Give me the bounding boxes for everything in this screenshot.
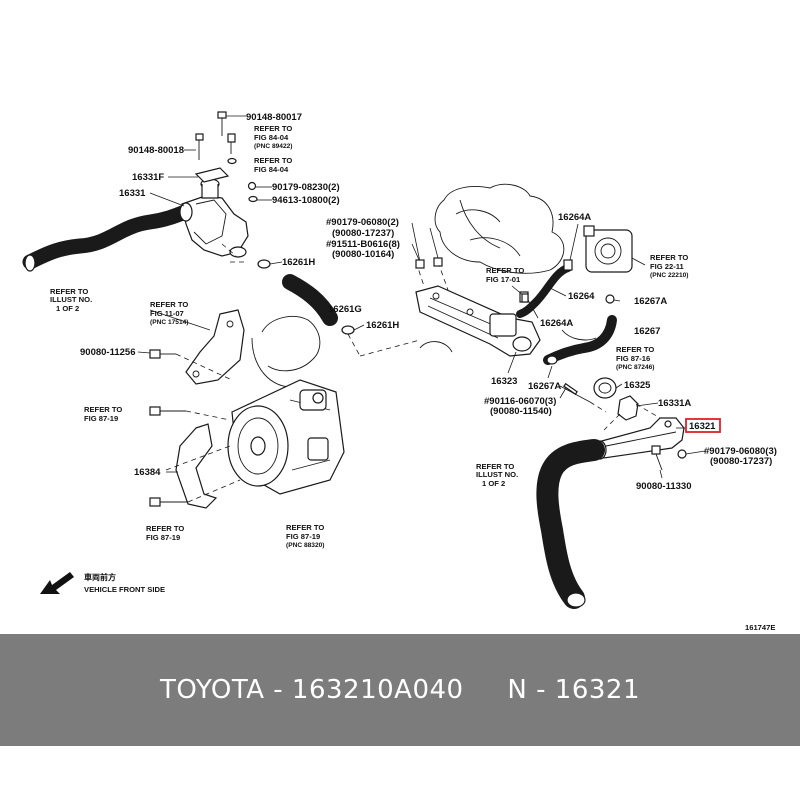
ref-fig-87-19-b-line2: FIG 87-19	[146, 533, 180, 542]
leader-lines	[137, 115, 706, 479]
ref-fig-22-11-pnc: (PNC 22210)	[650, 272, 688, 279]
label-16331F: 16331F	[132, 172, 164, 183]
highlight-box	[685, 418, 721, 433]
label-90179-08230: 90179-08230(2)	[272, 182, 340, 193]
part-labels: 90148-80017 90148-80018 REFER TO FIG 84-…	[50, 112, 777, 549]
label-16267A-bottom: 16267A	[528, 381, 561, 392]
ref-fig-87-16-line1: REFER TO	[616, 345, 654, 354]
ref-fig-87-16-pnc: (PNC 87246)	[616, 364, 654, 371]
ref-illust-right-line2: ILLUST NO.	[476, 470, 518, 479]
manifold-fasteners	[415, 257, 529, 303]
exploded-parts-diagram: 90148-80017 90148-80018 REFER TO FIG 84-…	[22, 111, 777, 632]
ref-fig-87-19-a-line1: REFER TO	[84, 405, 122, 414]
ref-fig-87-19-a-line2: FIG 87-19	[84, 414, 118, 423]
label-16325: 16325	[624, 380, 651, 391]
ref-fig-84-04-b-line2: FIG 84-04	[254, 165, 289, 174]
ref-illust-left-line1: REFER TO	[50, 287, 88, 296]
label-91511-B0616: #91511-B0616(8)	[326, 239, 400, 250]
ref-fig-11-07-line1: REFER TO	[150, 300, 188, 309]
label-90080-10164: (90080-10164)	[332, 249, 394, 260]
dashed-connectors	[221, 243, 449, 357]
label-16264A-mid: 16264A	[540, 318, 573, 329]
ref-fig-11-07-pnc: (PNC 17514)	[150, 319, 188, 326]
front-arrow-icon	[40, 572, 74, 594]
label-16264A-top: 16264A	[558, 212, 591, 223]
label-90080-11540: (90080-11540)	[490, 406, 552, 417]
label-90080-17237-top: (90080-17237)	[332, 228, 394, 239]
ref-fig-11-07-line2: FIG 11-07	[150, 309, 184, 318]
ref-fig-84-04-b-line1: REFER TO	[254, 156, 292, 165]
label-16267: 16267	[634, 326, 660, 337]
diagram-id: 161747E	[745, 623, 775, 632]
ref-illust-left-line2: ILLUST NO.	[50, 295, 92, 304]
label-90116-06070: #90116-06070(3)	[484, 396, 556, 407]
ref-fig-84-04-a-line2: FIG 84-04	[254, 133, 289, 142]
front-label-en: VEHICLE FRONT SIDE	[84, 585, 165, 594]
ref-illust-left-line3: 1 OF 2	[56, 304, 79, 313]
highlighted-part-16321[interactable]: 16321	[685, 418, 721, 433]
part-number-banner: TOYOTA - 163210A040 N - 16321	[0, 634, 800, 746]
part-number-text: TOYOTA - 163210A040 N - 16321	[160, 675, 640, 705]
label-16331A: 16331A	[658, 398, 691, 409]
label-16261G: 16261G	[328, 304, 362, 315]
label-16323: 16323	[491, 376, 517, 387]
label-94613-10800: 94613-10800(2)	[272, 195, 340, 206]
label-90080-11256: 90080-11256	[80, 347, 135, 358]
ref-fig-87-19-c-pnc: (PNC 88320)	[286, 542, 324, 549]
ref-fig-17-01-line1: REFER TO	[486, 266, 524, 275]
vehicle-front-indicator: 車両前方 VEHICLE FRONT SIDE	[40, 572, 165, 594]
ref-fig-87-19-c-line2: FIG 87-19	[286, 532, 320, 541]
label-16331: 16331	[119, 188, 146, 199]
label-90148-80017: 90148-80017	[246, 112, 302, 123]
ref-illust-right-line3: 1 OF 2	[482, 479, 505, 488]
blank-bottom-area	[0, 746, 800, 800]
label-16261H-top: 16261H	[282, 257, 315, 268]
label-90179-06080-bottom: #90179-06080(3)	[704, 446, 777, 457]
ref-fig-87-19-b-line1: REFER TO	[146, 524, 184, 533]
front-label-cn: 車両前方	[84, 572, 116, 582]
label-16261H-bottom: 16261H	[366, 320, 399, 331]
ref-fig-22-11-line2: FIG 22-11	[650, 262, 685, 271]
label-16321: 16321	[689, 421, 716, 432]
label-90179-06080-top: #90179-06080(2)	[326, 217, 399, 228]
compressor-bracket	[149, 309, 245, 509]
water-bypass-plate	[415, 285, 541, 357]
throttle-body	[516, 225, 633, 365]
label-16384: 16384	[134, 467, 161, 478]
radiator-inlet-hose	[536, 439, 605, 609]
ref-illust-right-line1: REFER TO	[476, 462, 514, 471]
ref-fig-17-01-line2: FIG 17-01	[486, 275, 521, 284]
ref-fig-87-19-c-line1: REFER TO	[286, 523, 324, 532]
intake-manifold-outline	[434, 183, 565, 274]
label-90080-17237-bottom: (90080-17237)	[710, 456, 772, 467]
ref-fig-22-11-line1: REFER TO	[650, 253, 688, 262]
label-16264: 16264	[568, 291, 595, 302]
ref-fig-84-04-a-pnc: (PNC 89422)	[254, 143, 292, 150]
ref-fig-84-04-a-line1: REFER TO	[254, 124, 292, 133]
ac-compressor	[227, 316, 345, 495]
label-90080-11330: 90080-11330	[636, 481, 691, 492]
label-16267A-top: 16267A	[634, 296, 667, 307]
ref-fig-87-16-line2: FIG 87-16	[616, 354, 650, 363]
label-90148-80018: 90148-80018	[128, 145, 184, 156]
water-outlet-assembly	[22, 111, 355, 335]
